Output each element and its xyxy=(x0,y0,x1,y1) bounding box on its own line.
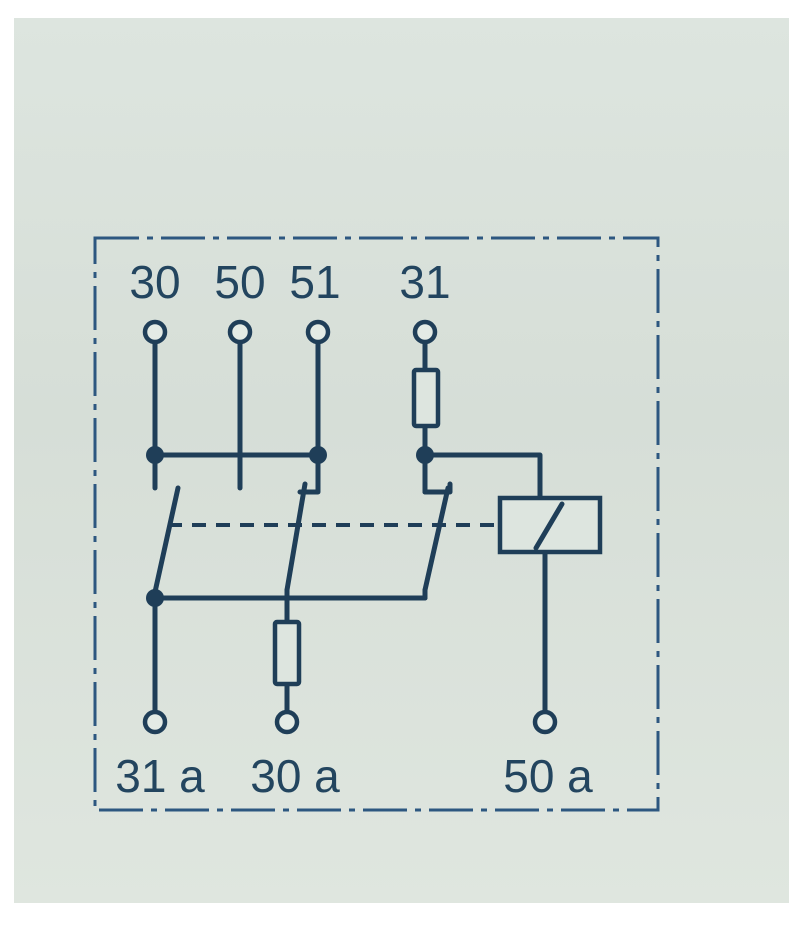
enclosure-frame xyxy=(93,236,660,812)
label-terminal-50: 50 xyxy=(214,256,265,308)
junction-node xyxy=(146,446,164,464)
terminal-30-icon xyxy=(142,319,168,345)
fuse-icon xyxy=(272,619,302,687)
terminal-51-icon xyxy=(305,319,331,345)
terminal-50-icon xyxy=(227,319,253,345)
label-terminal-31a: 31 a xyxy=(115,750,205,802)
label-terminal-50a: 50 a xyxy=(503,750,593,802)
label-terminal-51: 51 xyxy=(289,256,340,308)
relay-schematic: 30 50 51 31 xyxy=(93,236,660,812)
label-terminal-30: 30 xyxy=(129,256,180,308)
junction-node xyxy=(309,446,327,464)
junction-node xyxy=(416,446,434,464)
diagram-photo: 30 50 51 31 xyxy=(14,18,789,903)
relay-coil-icon xyxy=(497,495,603,555)
wiring xyxy=(152,339,548,718)
terminal-30a-icon xyxy=(274,709,300,735)
junction-node xyxy=(146,589,164,607)
terminal-31-icon xyxy=(412,319,438,345)
fuse-icon xyxy=(411,367,441,429)
terminal-50a-icon xyxy=(532,709,558,735)
label-terminal-31: 31 xyxy=(399,256,450,308)
label-terminal-30a: 30 a xyxy=(250,750,340,802)
terminal-31a-icon xyxy=(142,709,168,735)
